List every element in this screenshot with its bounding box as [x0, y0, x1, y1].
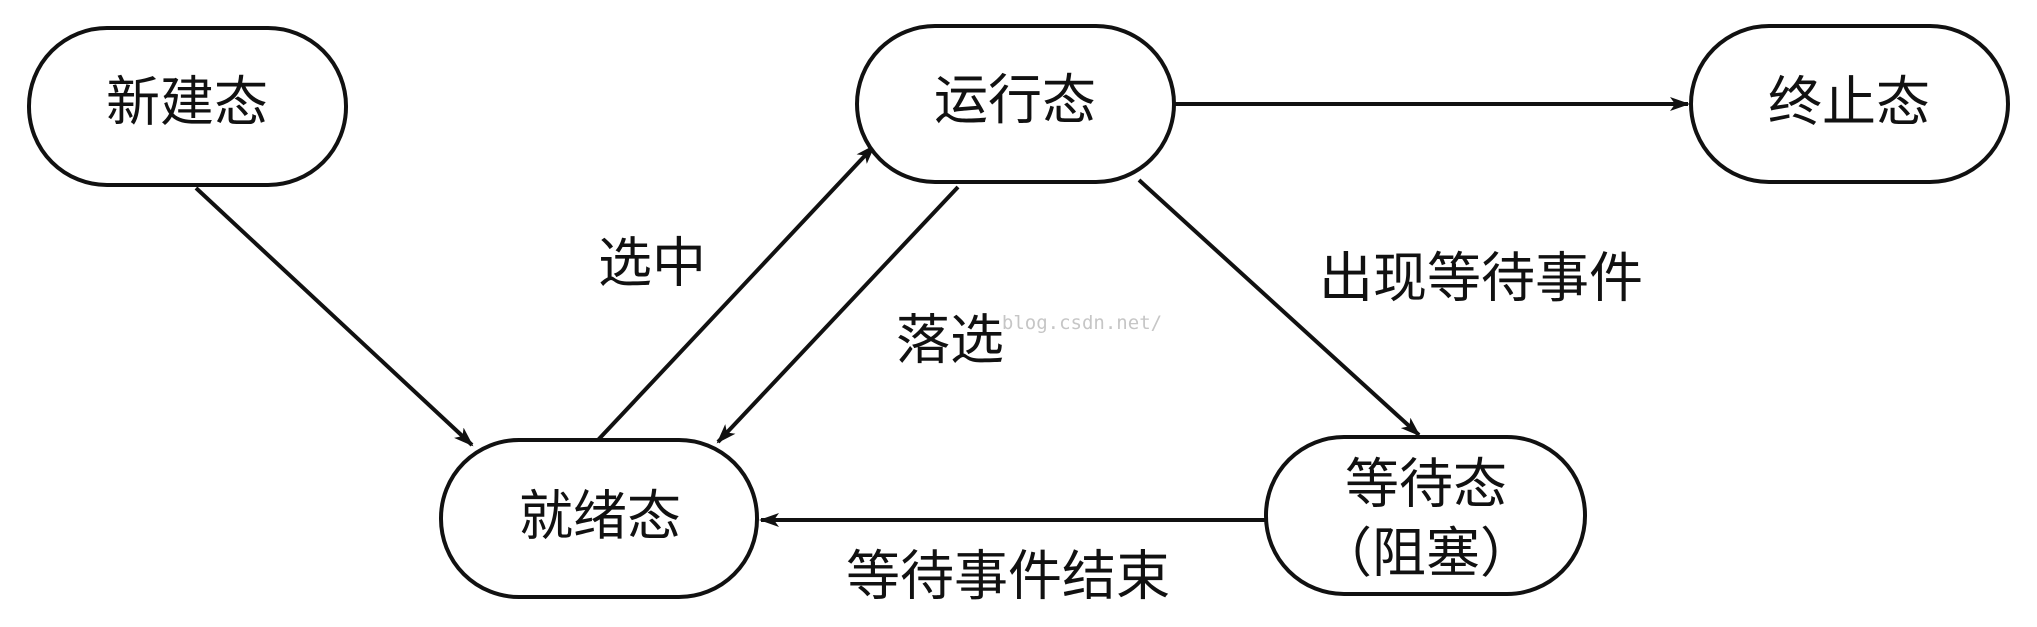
edge-label-wait-event: 出现等待事件 [1319, 247, 1643, 310]
node-terminated-label: 终止态 [1768, 71, 1930, 134]
node-waiting: 等待态 （阻塞） [1264, 435, 1587, 596]
edge-running-to-waiting [1137, 178, 1421, 437]
edge-ready-to-running [596, 144, 876, 442]
edge-label-selected: 选中 [598, 232, 706, 295]
edge-new-to-ready [194, 186, 474, 447]
edge-label-wait-end: 等待事件结束 [846, 545, 1170, 608]
node-running: 运行态 [855, 24, 1176, 184]
node-ready: 就绪态 [439, 438, 759, 599]
node-new: 新建态 [27, 26, 348, 187]
node-running-label: 运行态 [934, 69, 1096, 132]
watermark-text: blog.csdn.net/ [1002, 312, 1162, 334]
node-terminated: 终止态 [1689, 24, 2010, 184]
node-waiting-label-line2: （阻塞） [1318, 522, 1534, 585]
node-ready-label: 就绪态 [519, 485, 681, 548]
node-new-label: 新建态 [106, 71, 268, 134]
node-waiting-label-line1: 等待态 [1345, 453, 1507, 516]
edge-running-to-ready [716, 185, 960, 444]
edge-label-deselected: 落选 [896, 309, 1004, 372]
